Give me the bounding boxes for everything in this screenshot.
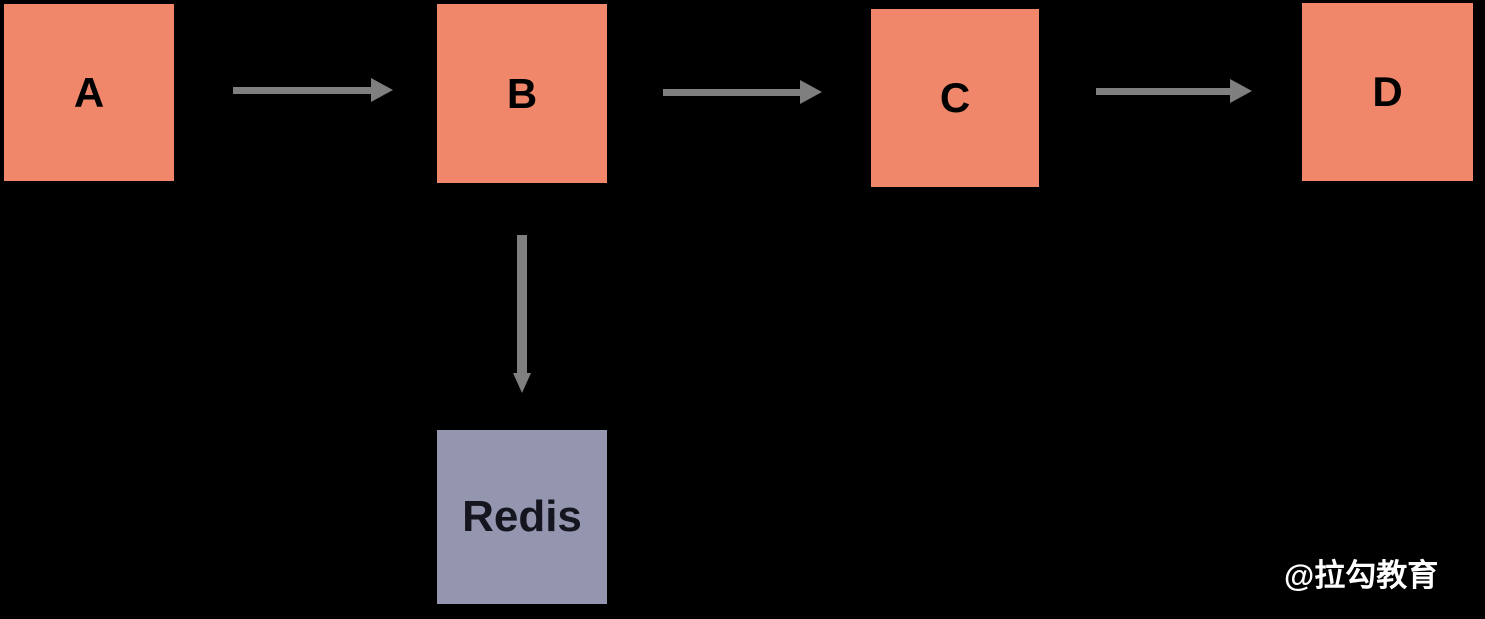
arrow-c-to-d-stem [1096, 87, 1230, 95]
arrow-a-to-b [233, 78, 393, 102]
node-c-label: C [939, 74, 971, 121]
arrow-b-to-c [663, 80, 822, 104]
arrow-right-icon [371, 78, 393, 102]
arrow-down-icon [513, 373, 531, 393]
node-redis: Redis [437, 430, 607, 604]
arrow-right-icon [800, 80, 822, 104]
arrow-c-to-d [1096, 79, 1252, 103]
node-b: B [437, 4, 607, 183]
node-a-label: A [73, 68, 105, 116]
node-d-label: D [1372, 68, 1403, 115]
node-a: A [4, 4, 174, 181]
arrow-right-icon [1230, 79, 1252, 103]
arrow-b-to-c-stem [663, 88, 800, 96]
node-redis-label: Redis [462, 492, 582, 541]
node-d: D [1302, 3, 1473, 181]
arrow-b-to-redis-stem [517, 235, 527, 373]
arrow-a-to-b-stem [233, 86, 371, 94]
node-c: C [871, 9, 1039, 187]
node-b-label: B [506, 69, 538, 117]
watermark: @拉勾教育 [1284, 558, 1439, 593]
arrow-b-to-redis [513, 235, 531, 393]
